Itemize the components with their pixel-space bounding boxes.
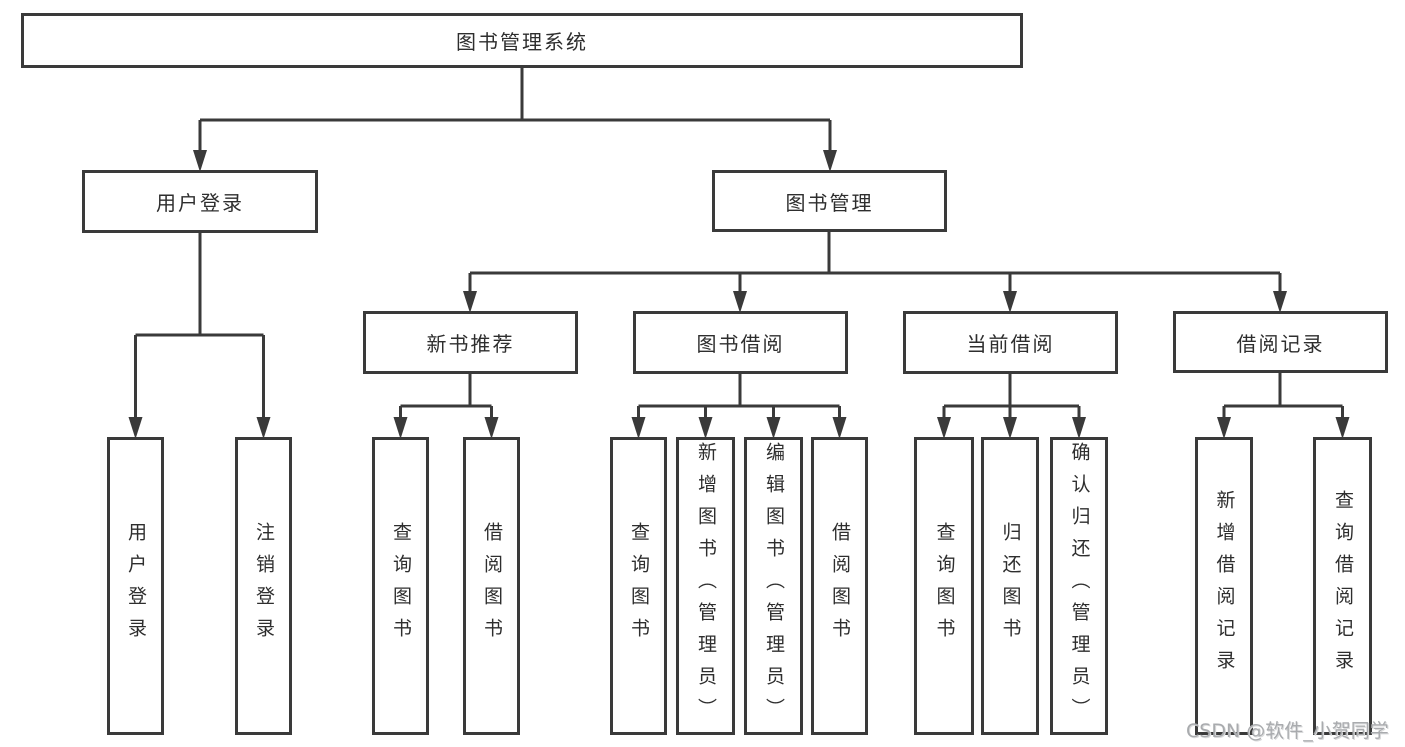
node-book-borrow: 图书借阅 xyxy=(633,311,848,374)
node-label: 查询图书 xyxy=(628,522,650,650)
node-new-book-recommend: 新书推荐 xyxy=(363,311,578,374)
leaf-query-books-borrow: 查询图书 xyxy=(610,437,667,735)
node-label: 当前借阅 xyxy=(966,332,1055,356)
node-label: 图书管理 xyxy=(785,190,874,215)
node-label: 查询借阅记录 xyxy=(1332,490,1354,682)
node-label: 图书管理系统 xyxy=(456,30,588,54)
leaf-confirm-return-admin: 确认归还（管理员） xyxy=(1050,437,1108,735)
node-label: 图书借阅 xyxy=(696,332,785,356)
node-label: 查询图书 xyxy=(933,522,956,650)
connector-user-login-to-leaves xyxy=(128,233,271,439)
leaf-borrow-books: 借阅图书 xyxy=(811,437,868,735)
node-label: 用户登录 xyxy=(156,191,244,215)
connector-borrow-records-to-leaves xyxy=(1217,373,1350,439)
leaf-logout: 注销登录 xyxy=(235,437,292,735)
connector-new-book-to-leaves xyxy=(393,374,499,439)
node-label: 查询图书 xyxy=(390,522,412,650)
connector-book-management-to-level3 xyxy=(463,232,1287,313)
node-label: 借阅图书 xyxy=(481,522,503,650)
leaf-query-books-recommend: 查询图书 xyxy=(372,437,429,735)
node-label: 新书推荐 xyxy=(426,332,515,356)
leaf-edit-books-admin: 编辑图书（管理员） xyxy=(744,437,803,735)
connector-current-borrow-to-leaves xyxy=(937,374,1086,439)
leaf-query-books-current: 查询图书 xyxy=(914,437,974,735)
leaf-add-books-admin: 新增图书（管理员） xyxy=(676,437,735,735)
node-label: 新增借阅记录 xyxy=(1213,490,1236,682)
connector-root-to-level2 xyxy=(193,68,837,172)
leaf-user-login: 用户登录 xyxy=(107,437,164,735)
leaf-query-borrow-record: 查询借阅记录 xyxy=(1313,437,1372,735)
node-label: 注销登录 xyxy=(253,522,275,650)
node-label: 借阅图书 xyxy=(829,522,851,650)
node-borrow-records: 借阅记录 xyxy=(1173,311,1388,373)
node-current-borrow: 当前借阅 xyxy=(903,311,1118,374)
node-book-management: 图书管理 xyxy=(712,170,947,232)
node-label: 新增图书（管理员） xyxy=(695,442,717,730)
node-library-management-system: 图书管理系统 xyxy=(21,13,1023,68)
node-label: 归还图书 xyxy=(999,522,1022,650)
leaf-borrow-books-recommend: 借阅图书 xyxy=(463,437,520,735)
node-user-login: 用户登录 xyxy=(82,170,318,233)
leaf-add-borrow-record: 新增借阅记录 xyxy=(1195,437,1253,735)
connector-book-borrow-to-leaves xyxy=(631,374,847,439)
csdn-watermark: CSDN @软件_小贺同学 xyxy=(1186,720,1389,742)
node-label: 编辑图书（管理员） xyxy=(763,442,785,730)
node-label: 用户登录 xyxy=(125,522,147,650)
leaf-return-books: 归还图书 xyxy=(981,437,1039,735)
node-label: 借阅记录 xyxy=(1236,331,1325,356)
node-label: 确认归还（管理员） xyxy=(1068,442,1091,730)
